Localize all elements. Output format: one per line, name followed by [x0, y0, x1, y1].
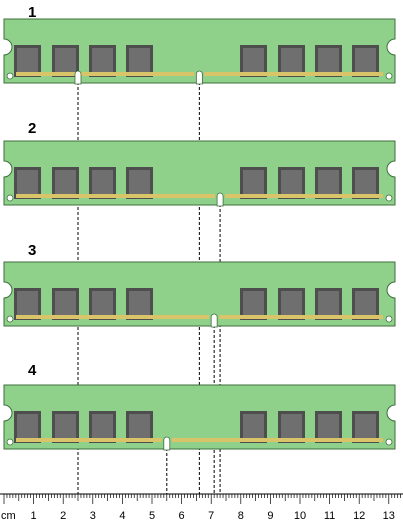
- ruler-unit-label: cm: [1, 510, 16, 522]
- memory-chip-face: [17, 48, 38, 74]
- memory-chip-face: [92, 48, 113, 74]
- mounting-hole: [6, 315, 14, 323]
- edge-contacts-right: [225, 194, 383, 198]
- mounting-hole: [385, 194, 393, 202]
- memory-modules: 1 2 3 4: [3, 4, 396, 451]
- memory-chip-face: [55, 414, 76, 440]
- ruler-label: 8: [238, 510, 244, 522]
- memory-chip-face: [318, 414, 339, 440]
- module-number-label: 3: [28, 242, 36, 259]
- memory-chip-face: [318, 170, 339, 196]
- memory-chip-face: [243, 291, 264, 317]
- memory-chip-face: [355, 291, 376, 317]
- memory-chip-face: [281, 48, 302, 74]
- mounting-hole: [6, 194, 14, 202]
- key-notch: [210, 313, 218, 328]
- memory-chip-face: [17, 170, 38, 196]
- memory-chip-face: [281, 414, 302, 440]
- mounting-hole: [385, 72, 393, 80]
- mounting-hole: [385, 315, 393, 323]
- memory-chip-face: [55, 48, 76, 74]
- memory-module-4: 4: [3, 362, 396, 451]
- mounting-hole: [6, 438, 14, 446]
- ruler-label: 10: [294, 510, 306, 522]
- ruler-label: 11: [324, 510, 335, 522]
- ruler-label: 5: [149, 510, 155, 522]
- memory-chip-face: [281, 291, 302, 317]
- edge-contacts-left: [16, 72, 195, 76]
- memory-chip-face: [129, 291, 150, 317]
- mounting-hole: [385, 438, 393, 446]
- memory-chip-face: [243, 170, 264, 196]
- memory-chip-face: [243, 48, 264, 74]
- memory-chip-face: [129, 170, 150, 196]
- memory-module-2: 2: [3, 120, 396, 207]
- ruler-label: 3: [90, 510, 96, 522]
- key-notch: [74, 70, 82, 85]
- edge-contacts-left: [16, 438, 162, 442]
- memory-chip-face: [92, 414, 113, 440]
- memory-chip-face: [92, 170, 113, 196]
- memory-chip-face: [355, 170, 376, 196]
- memory-chip-face: [355, 414, 376, 440]
- memory-chip-face: [17, 291, 38, 317]
- memory-chip-face: [281, 170, 302, 196]
- memory-chip-face: [355, 48, 376, 74]
- memory-chip-face: [129, 414, 150, 440]
- ruler-label: 2: [60, 510, 66, 522]
- ruler-label: 6: [179, 510, 185, 522]
- edge-contacts-left: [16, 194, 216, 198]
- key-notch: [195, 70, 203, 85]
- ruler-label: 7: [208, 510, 214, 522]
- memory-chip-face: [55, 291, 76, 317]
- key-notch: [163, 436, 171, 451]
- mounting-hole: [6, 72, 14, 80]
- edge-contacts-right: [219, 315, 383, 319]
- memory-chip-face: [243, 414, 264, 440]
- edge-contacts-right: [204, 72, 383, 76]
- memory-chip-face: [318, 291, 339, 317]
- memory-chip-face: [92, 291, 113, 317]
- memory-module-3: 3: [3, 242, 396, 328]
- memory-chip-face: [17, 414, 38, 440]
- memory-module-1: 1: [3, 4, 396, 85]
- memory-chip-face: [318, 48, 339, 74]
- ruler-label: 4: [119, 510, 125, 522]
- module-number-label: 1: [28, 4, 36, 21]
- key-notch: [216, 192, 224, 207]
- memory-chip-face: [55, 170, 76, 196]
- ruler-label: 12: [353, 510, 365, 522]
- memory-chip-face: [129, 48, 150, 74]
- edge-contacts-right: [171, 438, 383, 442]
- edge-contacts-left: [16, 315, 210, 319]
- ruler-label: 13: [383, 510, 395, 522]
- ruler-label: 9: [267, 510, 273, 522]
- module-number-label: 2: [28, 120, 36, 137]
- module-number-label: 4: [28, 362, 37, 379]
- ruler-label: 1: [31, 510, 37, 522]
